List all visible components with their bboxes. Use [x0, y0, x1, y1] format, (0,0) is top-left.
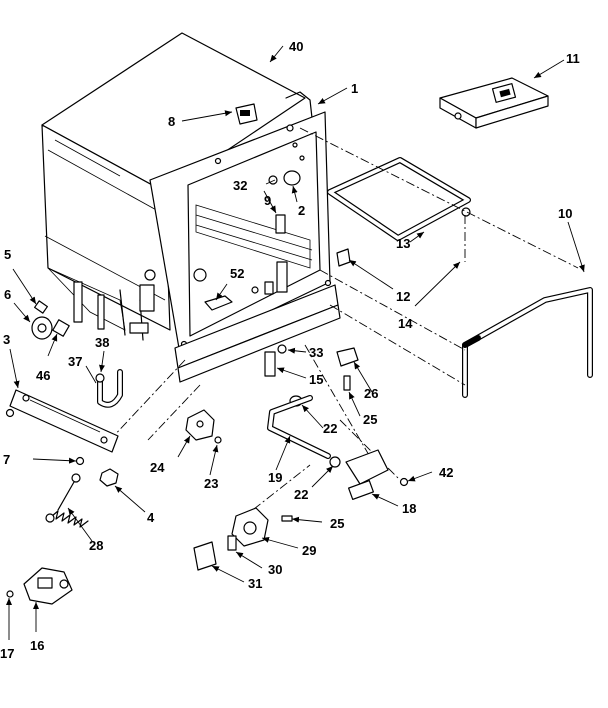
label-40: 40 [289, 39, 303, 54]
label-2: 2 [298, 203, 305, 218]
label-8: 8 [168, 114, 175, 129]
label-17: 17 [0, 646, 14, 661]
part-number-labels: 40 1 11 8 32 9 2 10 13 12 14 5 6 3 46 38… [0, 39, 580, 661]
label-22b: 22 [294, 487, 308, 502]
label-26: 26 [364, 386, 378, 401]
label-11: 11 [566, 51, 580, 66]
leader-lines [6, 45, 585, 640]
label-28: 28 [89, 538, 103, 553]
label-6: 6 [4, 287, 11, 302]
label-4: 4 [147, 510, 155, 525]
label-15: 15 [309, 372, 323, 387]
label-19: 19 [268, 470, 282, 485]
label-12: 12 [396, 289, 410, 304]
label-3: 3 [3, 332, 10, 347]
label-24: 24 [150, 460, 165, 475]
label-7: 7 [3, 452, 10, 467]
label-31: 31 [248, 576, 262, 591]
label-18: 18 [402, 501, 416, 516]
label-23: 23 [204, 476, 218, 491]
left-lower-parts [5, 300, 222, 605]
assembly-lines [109, 127, 579, 521]
label-42: 42 [439, 465, 453, 480]
label-25a: 25 [363, 412, 377, 427]
label-9: 9 [264, 193, 271, 208]
label-32: 32 [233, 178, 247, 193]
label-33: 33 [309, 345, 323, 360]
dishwasher-tub [41, 32, 351, 383]
label-13: 13 [396, 236, 410, 251]
label-29: 29 [302, 543, 316, 558]
label-52: 52 [230, 266, 244, 281]
part-10-frame [462, 287, 593, 398]
part-13-rack-frame [327, 157, 471, 241]
label-25b: 25 [330, 516, 344, 531]
label-37: 37 [68, 354, 82, 369]
label-16: 16 [30, 638, 44, 653]
label-30: 30 [268, 562, 282, 577]
label-14: 14 [398, 316, 413, 331]
center-lower-parts [193, 344, 409, 571]
label-5: 5 [4, 247, 11, 262]
label-1: 1 [351, 81, 358, 96]
label-38: 38 [95, 335, 109, 350]
label-10: 10 [558, 206, 572, 221]
part-11-component [439, 77, 549, 129]
label-22a: 22 [323, 421, 337, 436]
label-46: 46 [36, 368, 50, 383]
